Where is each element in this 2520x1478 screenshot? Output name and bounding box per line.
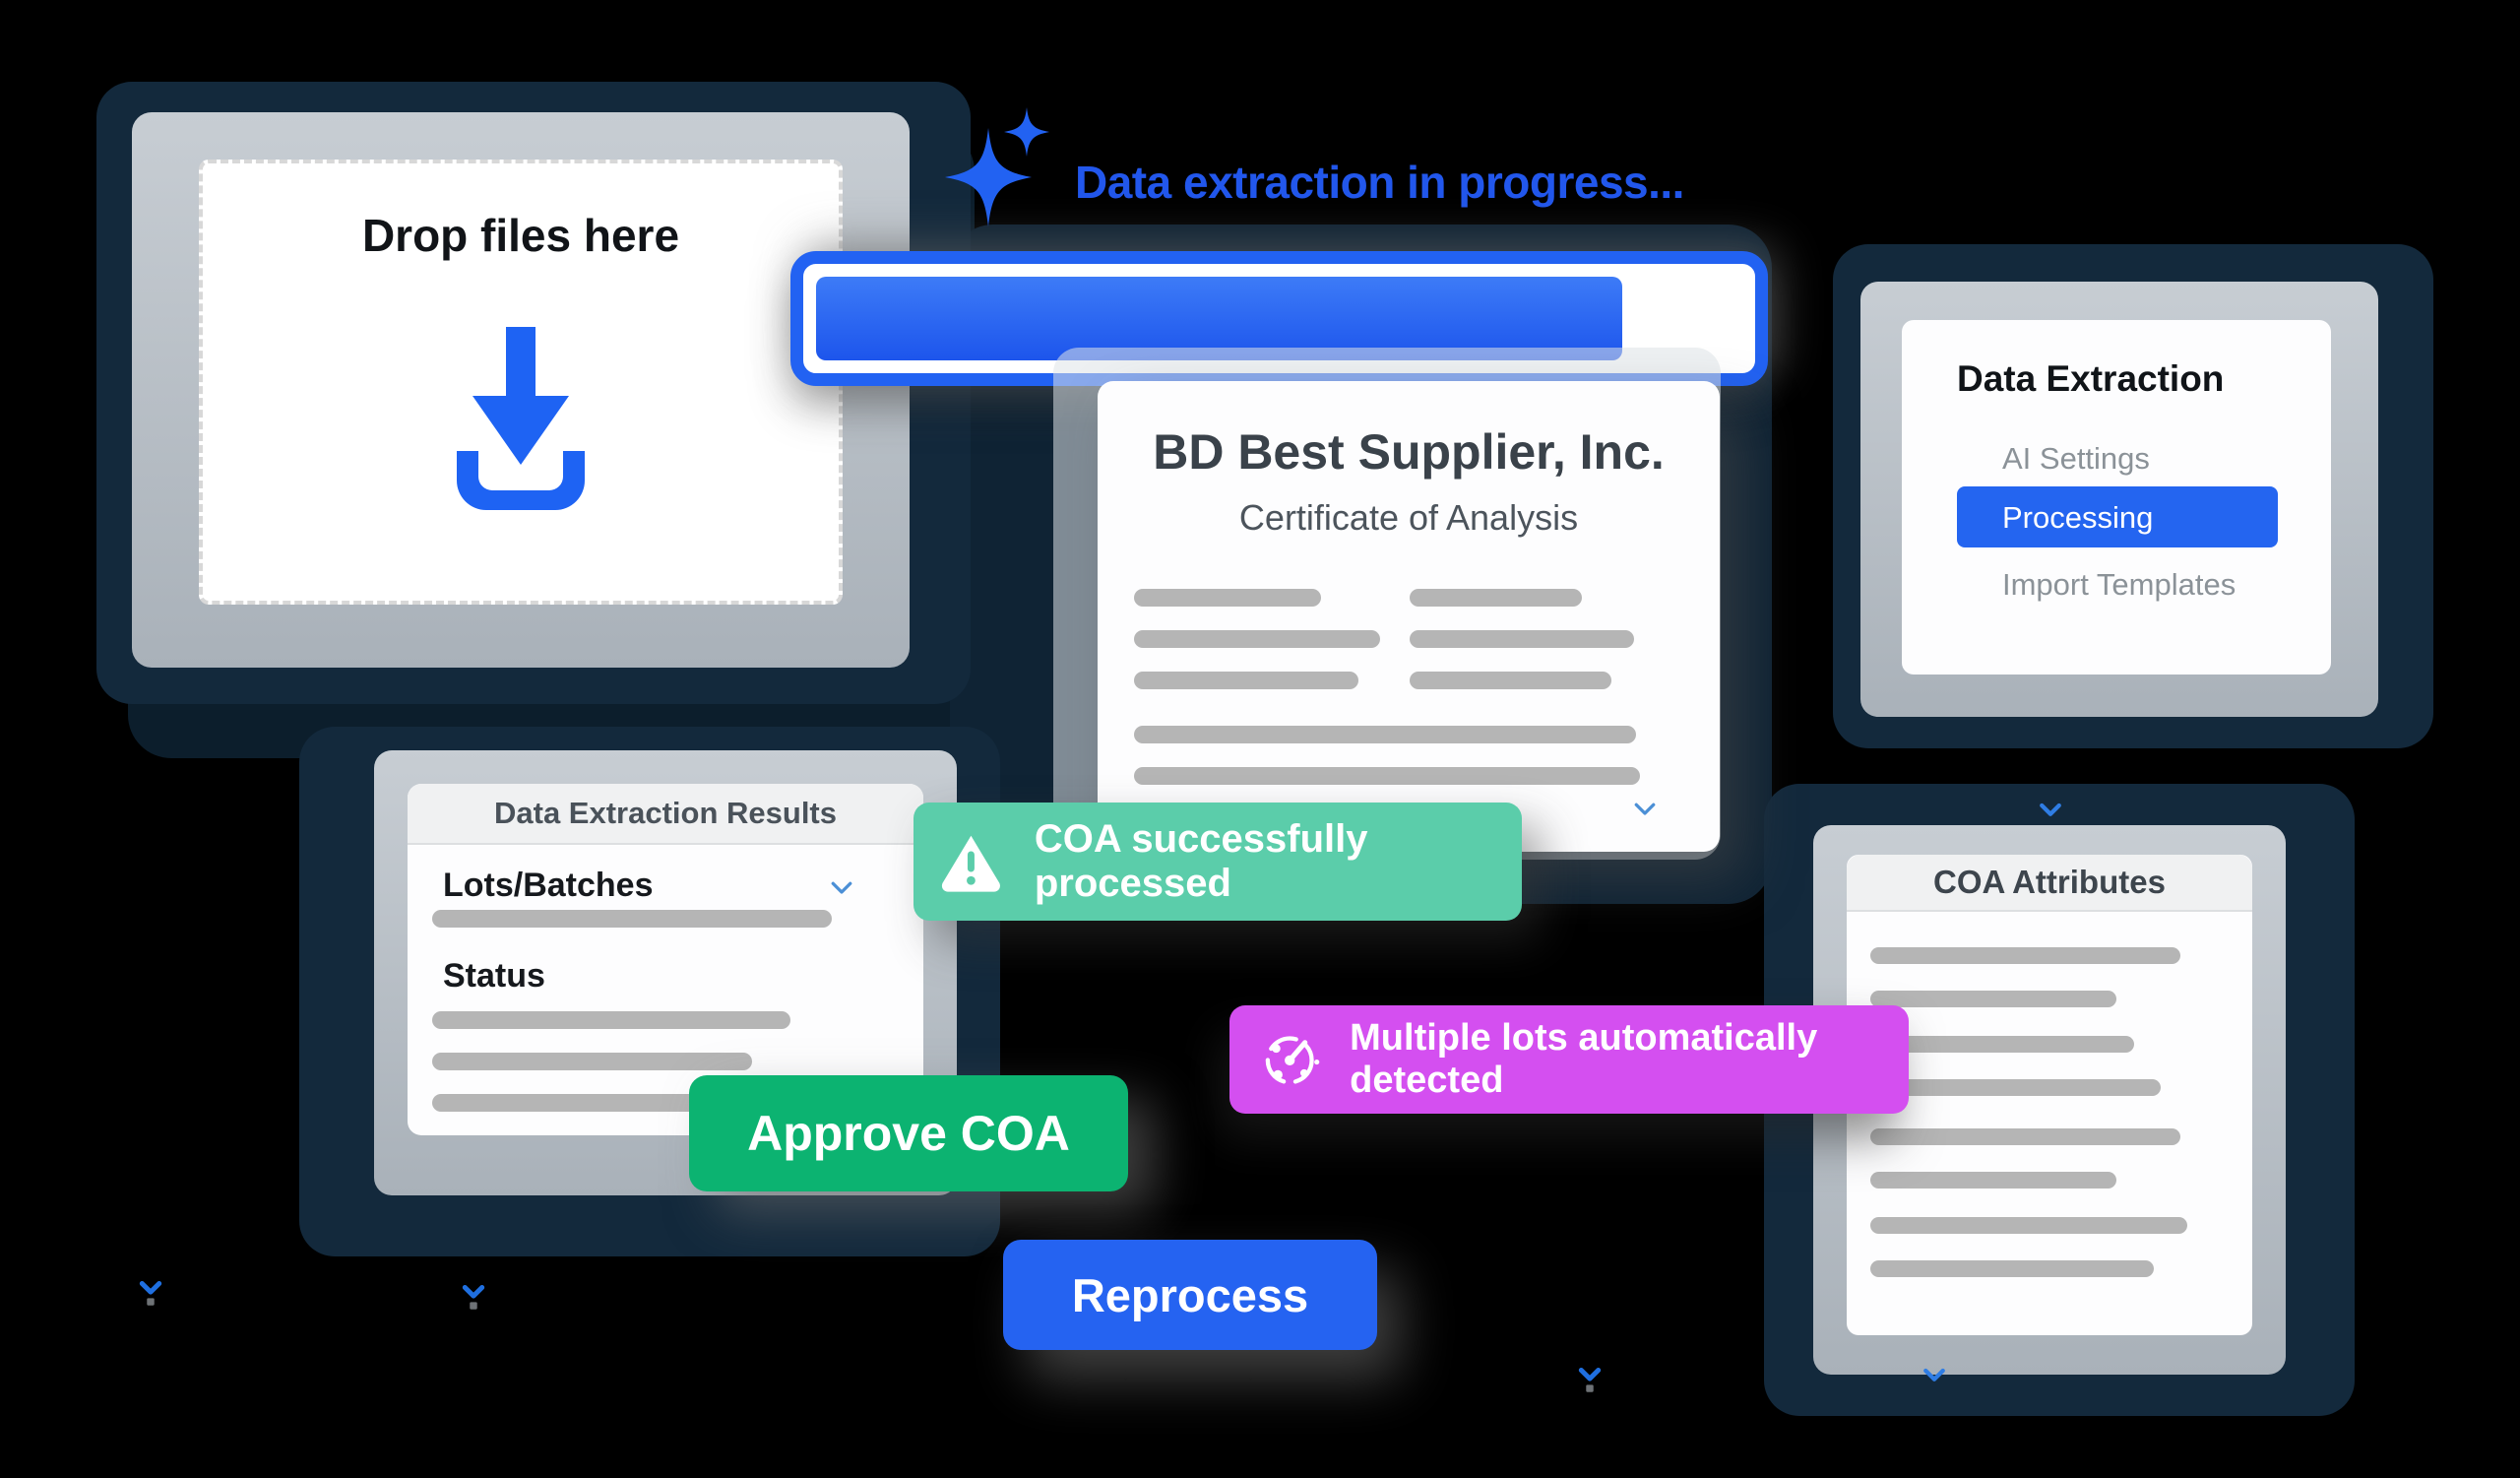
menu-item-processing[interactable]: Processing bbox=[1957, 486, 2278, 547]
placeholder-bar bbox=[1870, 1079, 2161, 1096]
placeholder-bar bbox=[1410, 672, 1611, 689]
placeholder-bar bbox=[1870, 1172, 2116, 1189]
attributes-card: COA Attributes bbox=[1847, 855, 2252, 1335]
placeholder-bar bbox=[1410, 589, 1582, 607]
warning-triangle-icon bbox=[941, 835, 1000, 892]
sparkle-icon bbox=[945, 107, 1049, 226]
results-card-header: Data Extraction Results bbox=[408, 784, 923, 845]
placeholder-bar bbox=[1134, 589, 1321, 607]
placeholder-bar bbox=[1870, 1260, 2154, 1277]
progress-track bbox=[816, 277, 1742, 360]
placeholder-bar bbox=[432, 1011, 790, 1029]
placeholder-bar bbox=[1870, 1128, 2180, 1145]
settings-title: Data Extraction bbox=[1957, 358, 2225, 399]
field-lots-batches: Lots/Batches bbox=[443, 867, 654, 904]
placeholder-bar bbox=[1134, 672, 1358, 689]
chevron-down-icon bbox=[462, 1284, 485, 1310]
menu-item-processing-label: Processing bbox=[2002, 500, 2154, 535]
attributes-card-header: COA Attributes bbox=[1847, 855, 2252, 912]
chevron-down-icon bbox=[2040, 803, 2061, 816]
document-subtitle: Certificate of Analysis bbox=[1238, 497, 1579, 538]
radar-icon bbox=[1265, 1036, 1320, 1085]
extraction-status-label: Data extraction in progress... bbox=[1075, 157, 1684, 208]
toast-lots-detected: Multiple lots automatically detected bbox=[1229, 1005, 1909, 1114]
menu-item-import-templates[interactable]: Import Templates bbox=[2002, 567, 2236, 602]
reprocess-button[interactable]: Reprocess bbox=[1003, 1240, 1377, 1350]
placeholder-bar bbox=[432, 910, 832, 928]
placeholder-bar bbox=[1870, 1217, 2187, 1234]
menu-item-ai-settings[interactable]: AI Settings bbox=[2002, 441, 2150, 476]
attributes-title: COA Attributes bbox=[1933, 864, 2166, 900]
chevron-down-icon[interactable] bbox=[827, 872, 856, 902]
approve-coa-button[interactable]: Approve COA bbox=[689, 1075, 1128, 1191]
chevron-down-icon[interactable] bbox=[1630, 794, 1660, 823]
placeholder-bar bbox=[1134, 767, 1640, 785]
chevron-down-icon bbox=[1578, 1367, 1602, 1392]
document-title: BD Best Supplier, Inc. bbox=[1153, 424, 1665, 480]
progress-fill bbox=[816, 277, 1622, 360]
placeholder-bar bbox=[1870, 1036, 2134, 1053]
placeholder-bar bbox=[1134, 630, 1380, 648]
drop-zone-label: Drop files here bbox=[361, 210, 680, 261]
placeholder-bar bbox=[432, 1053, 752, 1070]
toast-lots-detected-text: Multiple lots automatically detected bbox=[1350, 1017, 1818, 1101]
field-status: Status bbox=[443, 957, 545, 995]
chevron-down-icon bbox=[139, 1280, 162, 1306]
placeholder-bar bbox=[1870, 991, 2116, 1007]
placeholder-bar bbox=[1134, 726, 1636, 743]
placeholder-bar bbox=[1870, 947, 2180, 964]
placeholder-bar bbox=[1410, 630, 1634, 648]
results-title: Data Extraction Results bbox=[494, 796, 837, 830]
chevron-down-icon bbox=[1923, 1368, 1945, 1382]
download-icon bbox=[457, 327, 585, 510]
toast-success: COA successfully processed bbox=[914, 803, 1522, 921]
toast-success-text: COA successfully processed bbox=[1034, 817, 1368, 905]
